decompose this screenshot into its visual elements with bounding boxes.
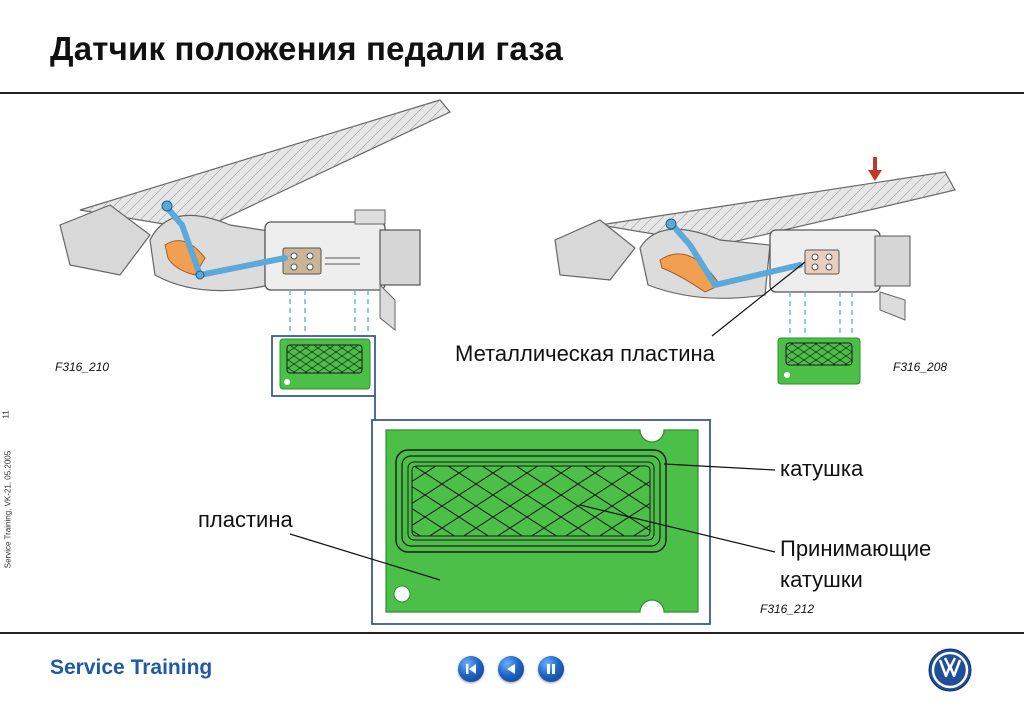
receiving-coils-label-line2: катушки <box>780 567 863 592</box>
top-divider <box>0 92 1024 94</box>
left-sensor-board <box>271 335 376 397</box>
skip-back-icon <box>466 664 476 674</box>
bottom-divider <box>0 632 1024 634</box>
back-icon <box>507 664 515 674</box>
back-button[interactable] <box>498 656 524 682</box>
footer-brand: Service Training <box>50 656 213 679</box>
metal-plate-leader <box>711 261 806 337</box>
figure-code-right: F316_208 <box>893 360 948 374</box>
first-slide-button[interactable] <box>458 656 484 682</box>
pause-button[interactable] <box>538 656 564 682</box>
press-arrow-head <box>868 170 882 181</box>
figure-code-left: F316_210 <box>55 360 110 374</box>
plate-leader <box>289 533 441 581</box>
right-pedal-assembly <box>554 157 956 337</box>
page-title: Датчик положения педали газа <box>50 30 564 67</box>
coil-label: катушка <box>780 456 864 481</box>
metal-plate-label: Металлическая пластина <box>455 341 715 366</box>
pause-icon <box>547 664 555 674</box>
detail-sensor-board <box>371 419 711 625</box>
receiving-coils-leader <box>579 504 776 553</box>
coil-leader <box>663 463 776 471</box>
figure-code-detail: F316_212 <box>760 602 815 616</box>
receiving-coils-label-line1: Принимающие <box>780 536 932 561</box>
right-sensor-board <box>777 337 861 385</box>
pedal-illustration <box>59 99 956 625</box>
vw-logo <box>928 648 972 692</box>
left-pedal-assembly <box>59 99 451 335</box>
plate-label: пластина <box>198 507 293 532</box>
